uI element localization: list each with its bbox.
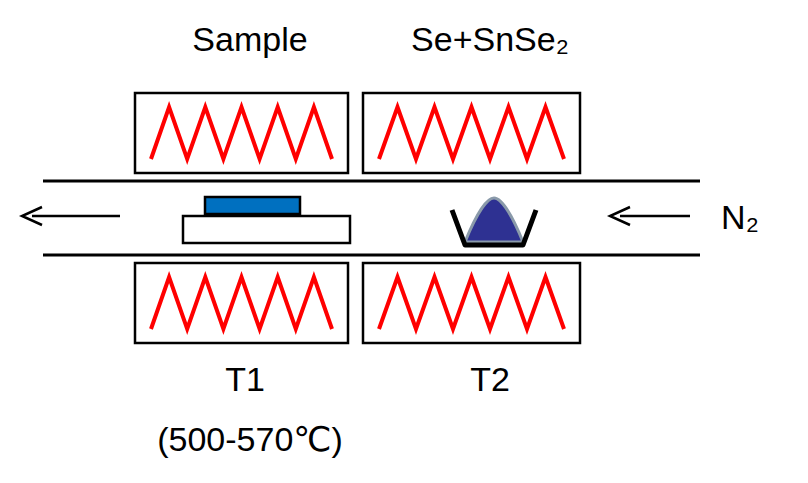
outlet-arrowhead — [22, 207, 42, 225]
substrate-holder — [183, 216, 350, 243]
inlet-arrowhead — [610, 207, 630, 225]
source-powder — [465, 198, 523, 242]
tube-wall — [43, 180, 700, 183]
sample — [205, 197, 300, 214]
gas-label: N₂ — [721, 199, 759, 236]
crucible — [452, 210, 536, 245]
heater-coil — [151, 107, 332, 159]
outlet-arrow — [32, 215, 120, 218]
inlet-arrow — [620, 215, 690, 218]
heater-coil — [379, 107, 564, 159]
heater-coil — [379, 277, 564, 329]
heater-coil — [151, 277, 332, 329]
temperature-label: T2 — [470, 361, 510, 398]
heaters — [135, 93, 580, 343]
temperature-label: T1 — [225, 361, 265, 398]
heater-box — [363, 93, 580, 173]
temperature-range: (500-570℃) — [157, 421, 343, 458]
heater-box — [135, 93, 348, 173]
zone-label: Se+SnSe₂ — [411, 21, 569, 58]
heater-box — [135, 263, 348, 343]
tube-wall — [43, 254, 700, 257]
zone-label: Sample — [192, 21, 307, 58]
heater-box — [363, 263, 580, 343]
